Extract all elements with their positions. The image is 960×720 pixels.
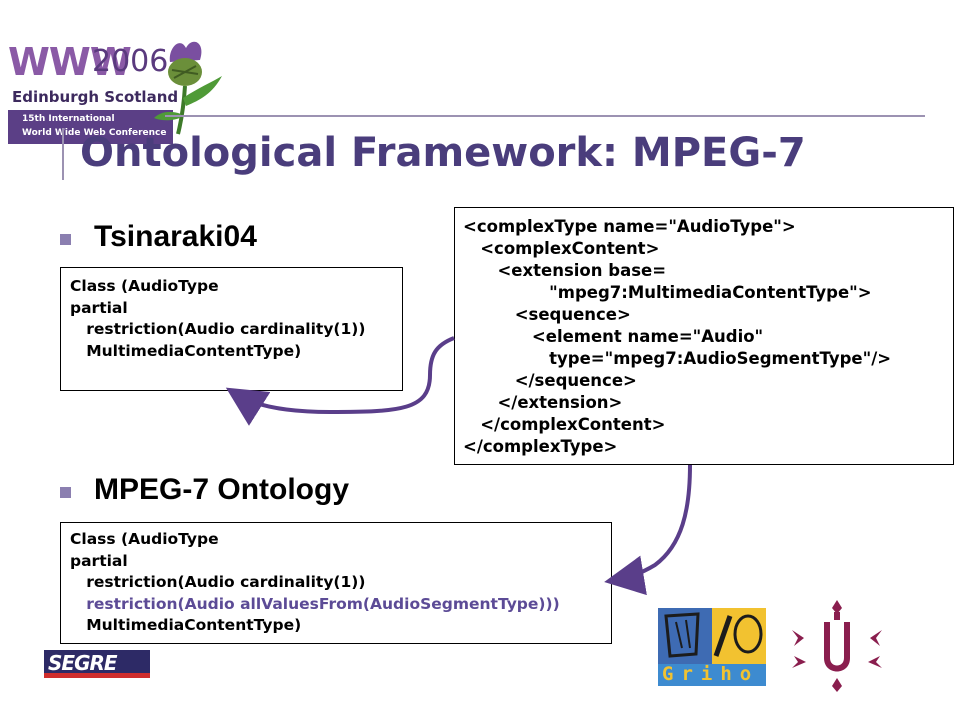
bullet-marker: [60, 487, 71, 498]
xml-line: "mpeg7:MultimediaContentType">: [463, 283, 872, 302]
bullet-tsinaraki04: Tsinaraki04: [94, 220, 257, 253]
griho-emblem-icon: [664, 612, 763, 658]
logo-conference-line2: World Wide Web Conference: [22, 128, 167, 138]
arrow-xml-to-tsinaraki: [225, 336, 455, 426]
xml-line: <element name="Audio": [463, 327, 764, 346]
arrow-xml-to-ontology: [604, 464, 692, 596]
logo-city-text: Edinburgh Scotland: [12, 88, 179, 106]
xml-line: </sequence>: [463, 371, 637, 390]
segre-logo-text: SEGRE: [48, 651, 118, 675]
code-line: partial: [70, 551, 128, 570]
xml-line: <sequence>: [463, 305, 631, 324]
griho-logo-bottom: [658, 664, 766, 686]
segre-logo: SEGRE: [44, 650, 150, 678]
griho-logo: Griho: [658, 608, 766, 686]
xml-line: <complexType name="AudioType">: [463, 217, 796, 236]
xml-line: </extension>: [463, 393, 623, 412]
xml-line: type="mpeg7:AudioSegmentType"/>: [463, 349, 892, 368]
bullet-marker: [60, 234, 71, 245]
logo-conference-line1: 15th International: [22, 114, 115, 124]
xml-line: </complexType>: [463, 437, 618, 456]
thistle-icon: [154, 41, 222, 135]
segre-logo-stripe: [44, 673, 150, 678]
bullet-mpeg7-ontology: MPEG-7 Ontology: [94, 473, 349, 506]
university-emblem-icon: [792, 600, 882, 692]
code-line-highlighted: restriction(Audio allValuesFrom(AudioSeg…: [70, 594, 560, 613]
slide-title: Ontological Framework: MPEG-7: [80, 130, 806, 176]
header-rule: [165, 115, 925, 117]
logo-www-text: WWW: [8, 40, 132, 84]
code-line: MultimediaContentType): [70, 616, 302, 634]
code-line: Class (AudioType: [70, 530, 219, 548]
logo-year-text: 2006: [92, 44, 169, 79]
xml-line: <complexContent>: [463, 239, 660, 258]
code-line: partial: [70, 298, 128, 317]
code-line: MultimediaContentType): [70, 341, 302, 360]
logo-conference-bar: 15th International World Wide Web Confer…: [8, 110, 173, 144]
mpeg7-ontology-owl-box: Class (AudioType partial restriction(Aud…: [60, 522, 612, 644]
xml-line: <extension base=: [463, 261, 667, 280]
xml-line: </complexContent>: [463, 415, 666, 434]
www2006-logo: WWW 2006 Edinburgh Scotland 15th Interna…: [0, 30, 230, 144]
griho-logo-text: Griho: [662, 663, 760, 685]
code-line: restriction(Audio cardinality(1)): [70, 320, 366, 338]
code-line: Class (AudioType: [70, 277, 219, 295]
mpeg7-xml-schema-box: <complexType name="AudioType"> <complexC…: [454, 207, 954, 465]
title-rule: [62, 128, 64, 180]
tsinaraki-owl-box: Class (AudioType partial restriction(Aud…: [60, 267, 403, 391]
code-line: restriction(Audio cardinality(1)): [70, 573, 366, 591]
